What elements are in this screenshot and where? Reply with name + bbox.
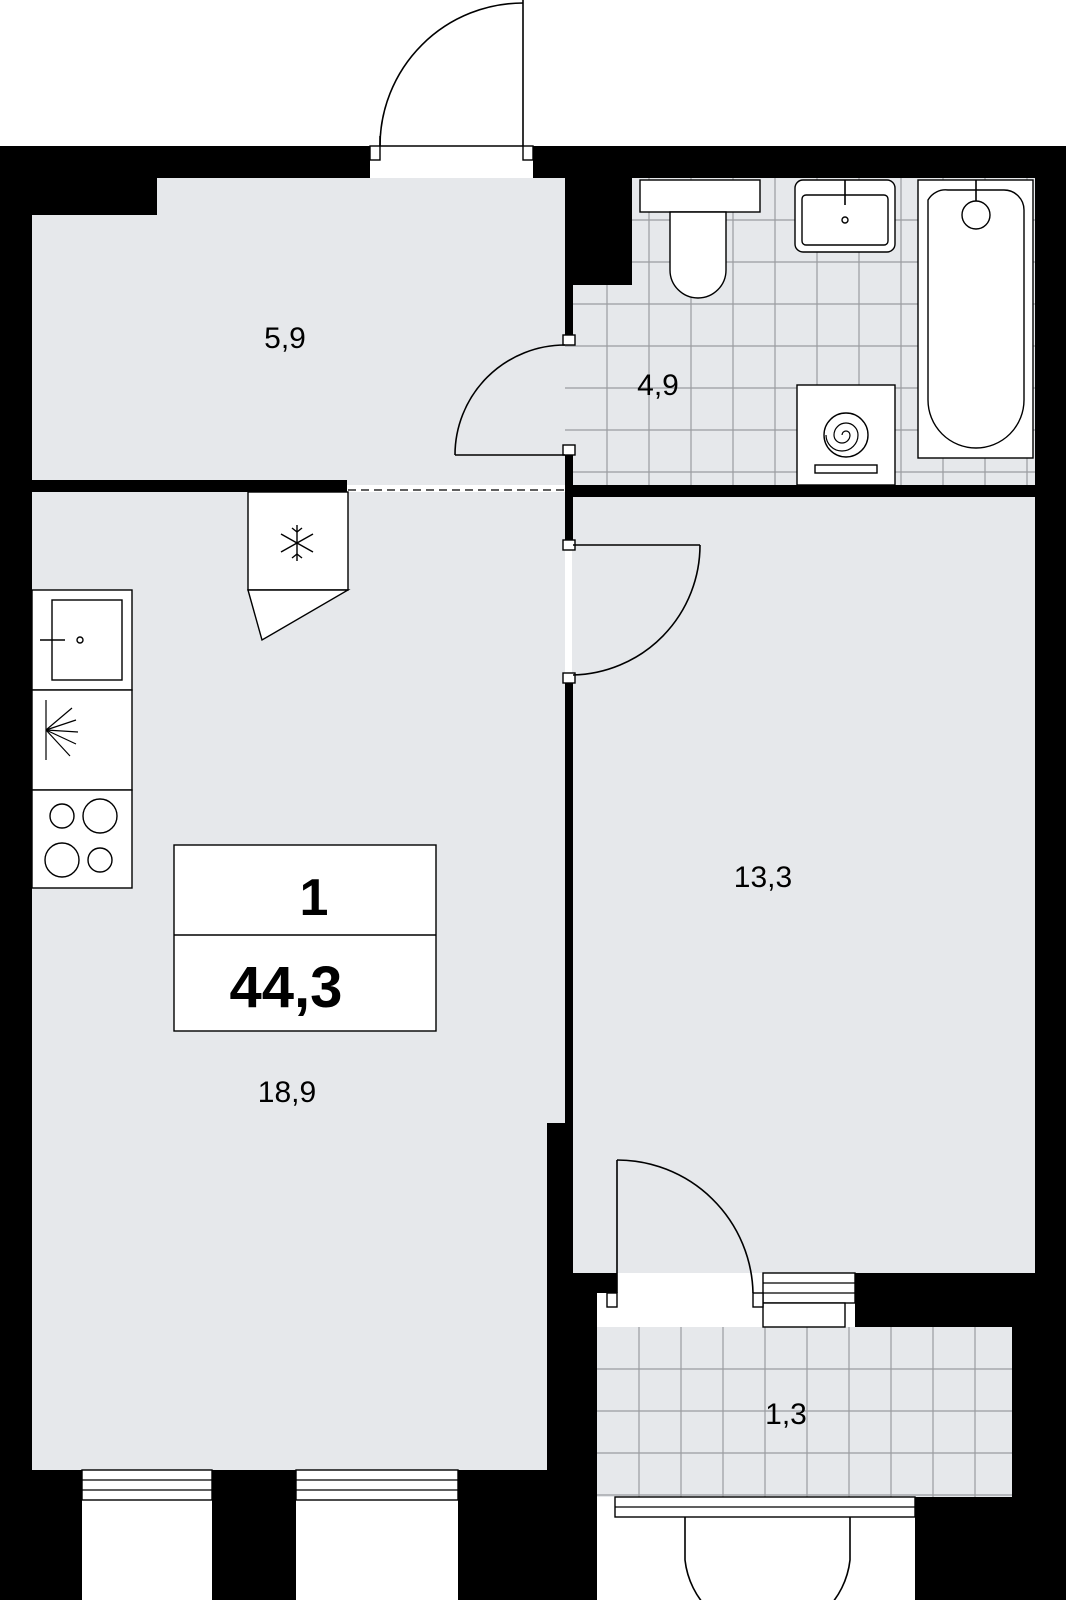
window xyxy=(295,1469,459,1501)
windows xyxy=(81,1272,916,1518)
fridge-icon xyxy=(247,491,351,642)
bathtub-icon xyxy=(917,179,1034,459)
bedroom-door[interactable] xyxy=(562,539,701,684)
toilet-icon xyxy=(639,179,761,299)
bedroom-area: 13,3 xyxy=(734,861,792,894)
stove-icon xyxy=(44,798,118,878)
walls xyxy=(0,146,1066,1600)
bathroom-door[interactable] xyxy=(454,334,576,456)
bathroom-area: 4,9 xyxy=(637,369,679,402)
balcony-window xyxy=(762,1272,856,1304)
washing-machine-icon xyxy=(796,384,896,486)
bedroom-floor xyxy=(572,492,1035,1273)
sink-icon xyxy=(40,599,123,681)
balcony-outer-door[interactable] xyxy=(684,1517,851,1600)
apartment-info-box: 1 44,3 xyxy=(173,844,437,1032)
snowflake-icon xyxy=(280,525,314,561)
kitchen-counter xyxy=(31,589,133,889)
dishwasher-icon xyxy=(45,700,79,760)
balcony-window-sill xyxy=(762,1302,846,1328)
total-area: 44,3 xyxy=(230,955,343,1020)
hallway-floor xyxy=(32,178,565,485)
balcony-floor xyxy=(597,1327,1012,1497)
balcony-area: 1,3 xyxy=(765,1398,807,1431)
hallway-area: 5,9 xyxy=(264,322,306,355)
window xyxy=(81,1469,213,1501)
rooms-count: 1 xyxy=(300,869,329,927)
balcony-door[interactable] xyxy=(606,1159,764,1308)
kitchen-area: 18,9 xyxy=(258,1076,316,1109)
balcony-tiles xyxy=(597,1327,1012,1497)
sink-icon xyxy=(794,179,896,253)
entrance-door[interactable] xyxy=(369,0,534,161)
